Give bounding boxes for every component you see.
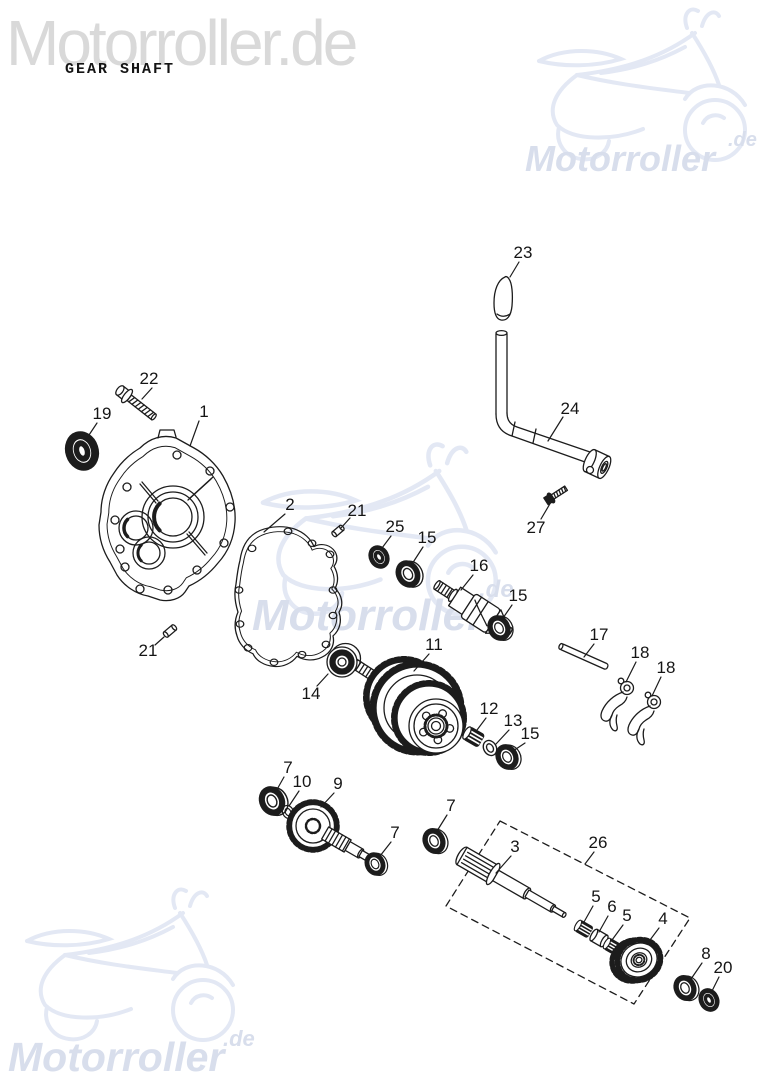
callout-13: 13 [503,711,523,730]
watermark-text-bottom-left: Motorroller [8,1034,226,1080]
watermark-text-top-right: Motorroller [525,138,717,179]
callout-20: 20 [713,958,733,977]
watermark-de-top-right: .de [728,129,757,151]
part-18-shift-fork-left [600,677,635,732]
part-19-oil-seal [60,427,104,475]
callout-7-mid: 7 [390,823,400,842]
brand-logo: Motorroller.de [6,7,358,79]
part-9-counter-gear-shaft [286,799,378,866]
callout-15-lower: 15 [520,724,540,743]
callout-25: 25 [385,517,405,536]
callout-2: 2 [285,495,295,514]
callout-21-lower: 21 [138,641,158,660]
part-15-bearing-left [391,554,429,594]
part-3-output-shaft [455,846,567,918]
part-8-bearing [669,970,704,1006]
callout-3: 3 [510,837,520,856]
callout-5-right: 5 [622,906,632,925]
callout-17: 17 [589,625,609,644]
page-title: GEAR SHAFT [65,61,176,78]
part-1-gearbox-cover [98,429,236,602]
part-15-bearing-lower [491,739,526,776]
callout-15-mid: 15 [508,586,528,605]
callout-12: 12 [479,699,499,718]
part-4-output-gear [609,936,664,984]
callout-8: 8 [701,944,711,963]
callout-4: 4 [658,909,668,928]
part-24-shift-lever [495,329,612,480]
callout-7-left: 7 [283,758,293,777]
watermark-de-bottom-left: .de [223,1026,255,1051]
leader-lines [86,261,720,992]
callout-1: 1 [199,402,209,421]
part-22-flange-bolt [115,385,157,421]
watermark-de-center: .de [479,576,514,603]
callout-27: 27 [526,518,546,537]
part-17-fork-shaft [558,642,609,670]
callout-5-left: 5 [591,887,601,906]
part-18-shift-fork-right [627,691,662,746]
part-5-roller-a [572,918,594,939]
callout-16: 16 [469,556,489,575]
callout-7-right: 7 [446,796,456,815]
callout-11: 11 [425,635,443,654]
callout-22: 22 [139,369,159,388]
part-2-gasket [234,526,343,668]
callout-18-right: 18 [656,658,676,677]
callout-23: 23 [513,243,533,262]
callout-14: 14 [301,684,321,703]
callout-10: 10 [292,772,312,791]
callout-15-left: 15 [417,528,437,547]
part-27-pinch-bolt [543,485,569,506]
callout-21-upper: 21 [347,501,367,520]
part-26-assembly-box [445,820,691,1005]
part-25-seal [364,541,394,573]
callout-26: 26 [588,833,608,852]
part-11-gear-cluster [351,656,467,756]
callout-18-left: 18 [630,643,650,662]
part-23-shift-knob [493,275,514,321]
callout-6: 6 [607,897,617,916]
callout-19: 19 [92,404,112,423]
callout-24: 24 [560,399,580,418]
part-21-dowel-pin-lower [162,624,178,638]
part-7-bearing-right [418,823,453,859]
watermark-scooter-bottom-left [25,887,235,1042]
callout-9: 9 [333,774,343,793]
part-14-bearing [326,642,362,678]
